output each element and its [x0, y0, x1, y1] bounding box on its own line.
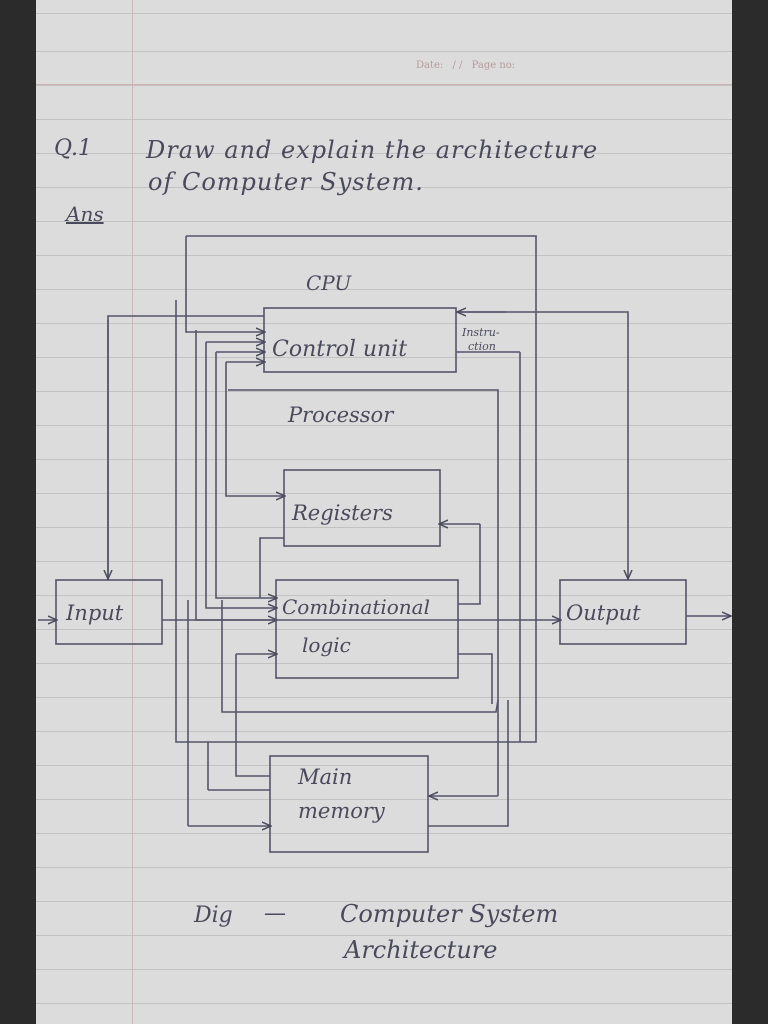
caption-line-2: Architecture	[342, 936, 497, 964]
main-memory-label-1: Main	[297, 765, 352, 789]
margin-line	[132, 0, 133, 1024]
registers-label: Registers	[291, 501, 393, 525]
registers-combinational-right	[458, 524, 481, 605]
caption-dig: Dig	[193, 903, 233, 928]
instruction-label-1: Instru-	[461, 326, 500, 339]
processor-label: Processor	[287, 403, 395, 427]
page-header: Date: / / Page no:	[416, 60, 521, 71]
combinational-label-1: Combinational	[282, 595, 430, 619]
registers-box	[283, 469, 441, 547]
main-memory-label-2: memory	[298, 799, 386, 823]
caption-dash: —	[264, 901, 286, 926]
combinational-right-drop	[458, 653, 493, 704]
caption-line-1: Computer System	[340, 900, 558, 928]
left-line-2	[205, 342, 276, 608]
input-label: Input	[65, 601, 124, 625]
control-to-registers	[225, 362, 284, 496]
answer-label: Ans	[66, 202, 104, 226]
left-line-1	[195, 330, 276, 620]
combinational-label-2: logic	[302, 633, 351, 657]
left-line-3	[215, 352, 276, 598]
memory-right-line	[428, 700, 509, 827]
notebook-page: Date: / / Page no: Q.1 Draw and explain …	[36, 0, 732, 1024]
output-box	[559, 579, 687, 645]
output-label: Output	[566, 601, 641, 625]
question-number: Q.1	[54, 136, 92, 161]
cpu-label: CPU	[306, 271, 352, 295]
question-line-2: of Computer System.	[148, 168, 424, 196]
ruled-lines	[36, 0, 732, 1024]
memory-up-line	[235, 654, 270, 777]
architecture-diagram: CPU Processor Control unit Instru- ction…	[38, 235, 732, 964]
control-unit-label: Control unit	[272, 337, 407, 362]
input-box	[55, 579, 163, 645]
cpu-to-control	[185, 236, 264, 332]
instruction-label-2: ction	[468, 340, 496, 353]
registers-combinational-left	[259, 537, 284, 598]
input-to-control-line	[107, 315, 264, 580]
page-no-label: Page no:	[471, 60, 516, 71]
control-to-output	[456, 311, 628, 578]
main-memory-box	[269, 755, 429, 853]
cpu-outer-loop	[175, 235, 537, 743]
date-value: / /	[452, 60, 463, 71]
header-rule	[36, 84, 732, 85]
processor-loop	[221, 389, 499, 713]
question-line-1: Draw and explain the architecture	[146, 136, 599, 164]
combinational-logic-box	[275, 579, 459, 679]
date-label: Date:	[416, 60, 444, 71]
